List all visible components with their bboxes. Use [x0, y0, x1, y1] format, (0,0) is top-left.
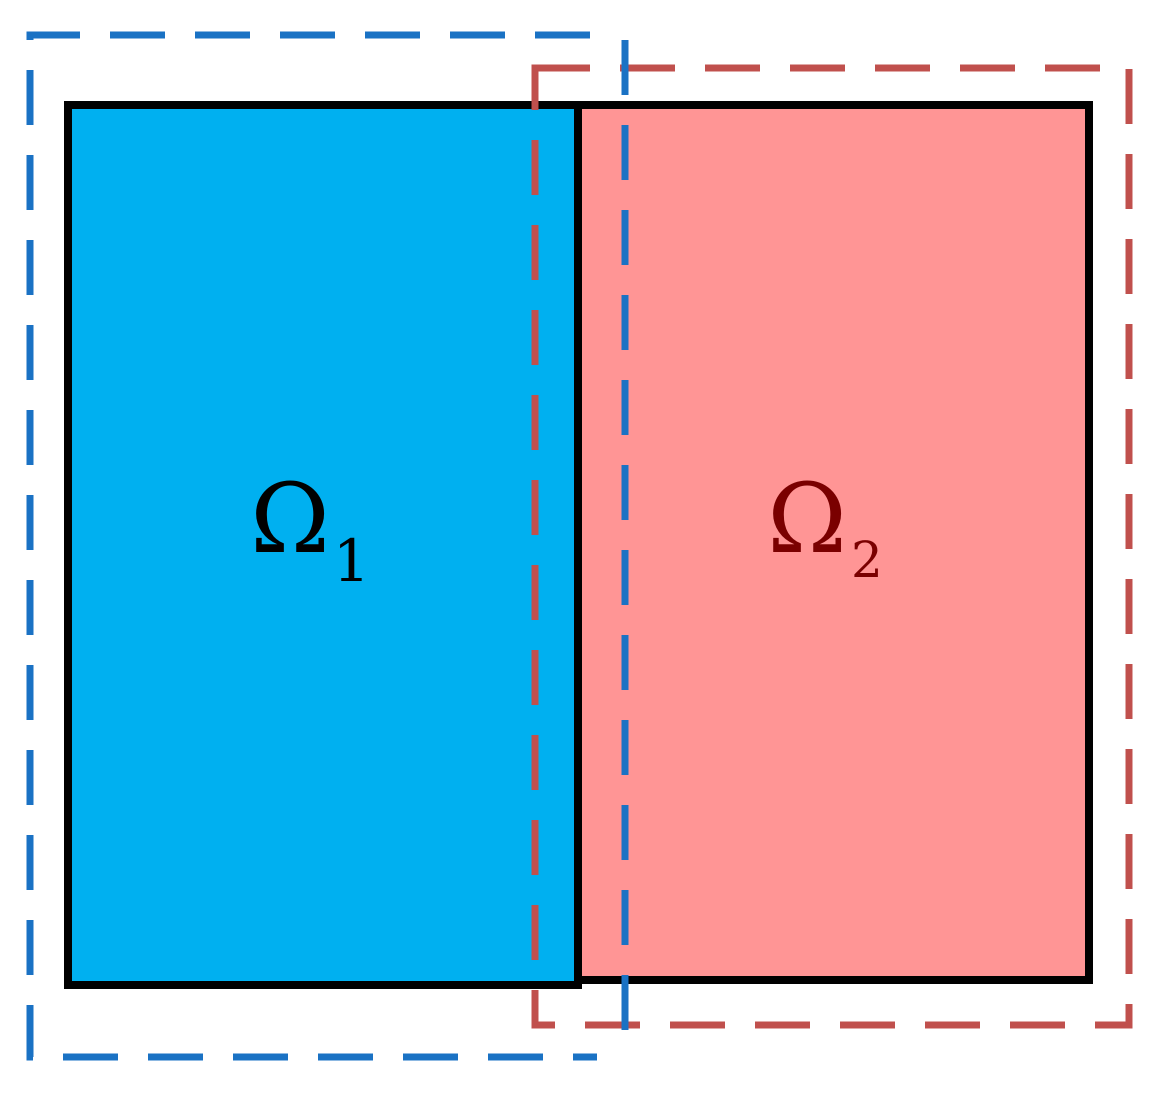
- domain1-dashed-boundary: [26, 31, 629, 1061]
- domain2-label: Ω 2: [767, 463, 883, 589]
- domain2-dashed-boundary: [531, 64, 1133, 1029]
- domain2-label-symbol: Ω: [767, 463, 847, 575]
- domain1-label-symbol: Ω: [250, 463, 330, 575]
- domain2-rect: [574, 101, 1093, 984]
- domain2-label-subscript: 2: [851, 531, 883, 589]
- domain1-label: Ω 1: [250, 463, 370, 595]
- domain1-label-subscript: 1: [333, 527, 370, 595]
- domain1-rect: [64, 101, 582, 989]
